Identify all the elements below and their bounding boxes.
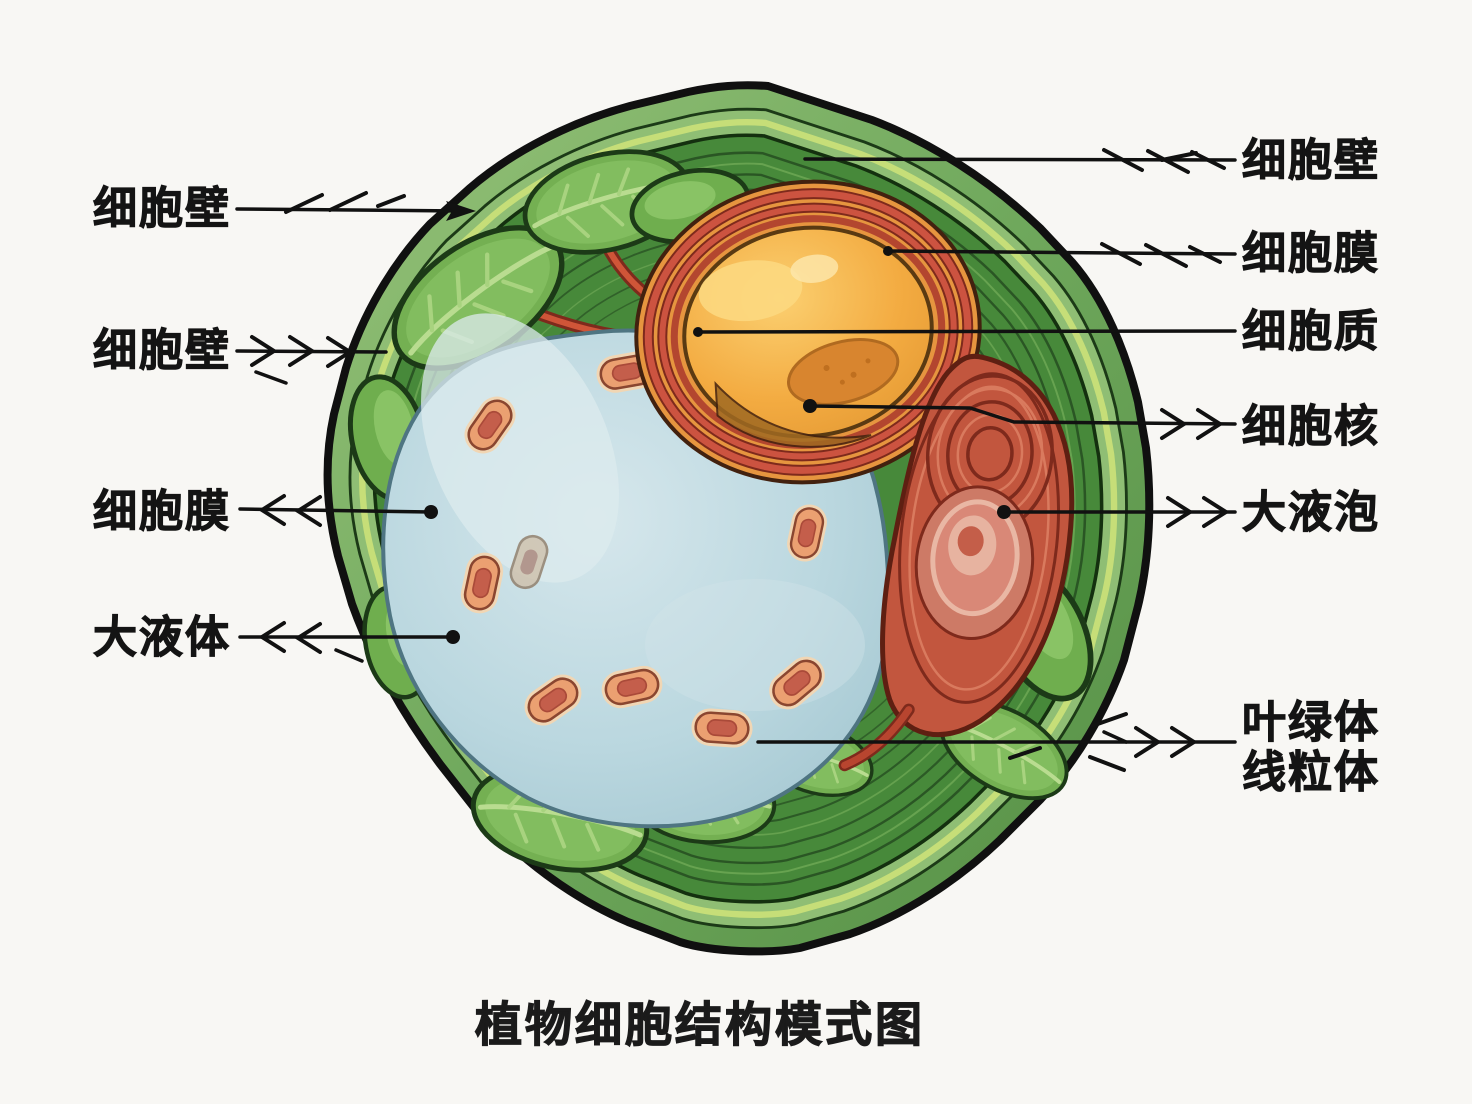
label-nucleus: 细胞核 bbox=[1242, 401, 1380, 452]
leader-line-vacuole-right bbox=[997, 496, 1237, 528]
label-cell-membrane-left: 细胞膜 bbox=[93, 486, 231, 537]
leader-line-chloroplast-right bbox=[756, 712, 1237, 772]
leader-line-cell-wall-right bbox=[803, 148, 1237, 174]
leader-line-nucleus-right bbox=[803, 399, 1237, 440]
nucleus-cutaway-wedge bbox=[714, 380, 872, 448]
label-vacuole-left: 大液体 bbox=[93, 612, 231, 663]
leader-line-cell-wall-left-1 bbox=[235, 191, 476, 221]
leader-line-cell-wall-left-2 bbox=[235, 335, 388, 385]
leader-line-vacuole-left bbox=[238, 621, 460, 663]
leader-line-cytoplasm-right bbox=[693, 327, 1237, 337]
mitochondrion-core bbox=[914, 485, 1035, 641]
label-cell-wall-left-2: 细胞壁 bbox=[93, 325, 231, 376]
label-cell-membrane-right: 细胞膜 bbox=[1242, 228, 1380, 279]
leader-line-cell-membrane-left bbox=[238, 494, 438, 527]
mitochondrion-large bbox=[838, 353, 1075, 772]
pill-organelle-muted bbox=[509, 534, 549, 590]
label-mitochondrion: 线粒体 bbox=[1242, 747, 1380, 798]
label-vacuole-right: 大液泡 bbox=[1242, 487, 1380, 538]
nucleolus bbox=[786, 338, 900, 406]
vacuole-highlight bbox=[645, 579, 865, 711]
label-cell-wall-left-1: 细胞壁 bbox=[93, 183, 231, 234]
vacuole-organelles bbox=[455, 346, 834, 751]
label-cytoplasm: 细胞质 bbox=[1242, 306, 1380, 357]
leader-line-cell-membrane-right bbox=[883, 242, 1237, 268]
nucleus-highlight bbox=[698, 260, 803, 322]
label-cell-wall-right: 细胞壁 bbox=[1242, 135, 1380, 186]
nucleus-highlight bbox=[790, 254, 839, 283]
label-chloroplast: 叶绿体 bbox=[1242, 697, 1380, 748]
diagram-title: 植物细胞结构模式图 bbox=[474, 997, 925, 1053]
pill-organelle bbox=[688, 705, 756, 751]
vacuole-highlight bbox=[421, 313, 619, 583]
mitochondrion-cristae bbox=[925, 374, 1054, 534]
leader-lines bbox=[235, 148, 1237, 772]
